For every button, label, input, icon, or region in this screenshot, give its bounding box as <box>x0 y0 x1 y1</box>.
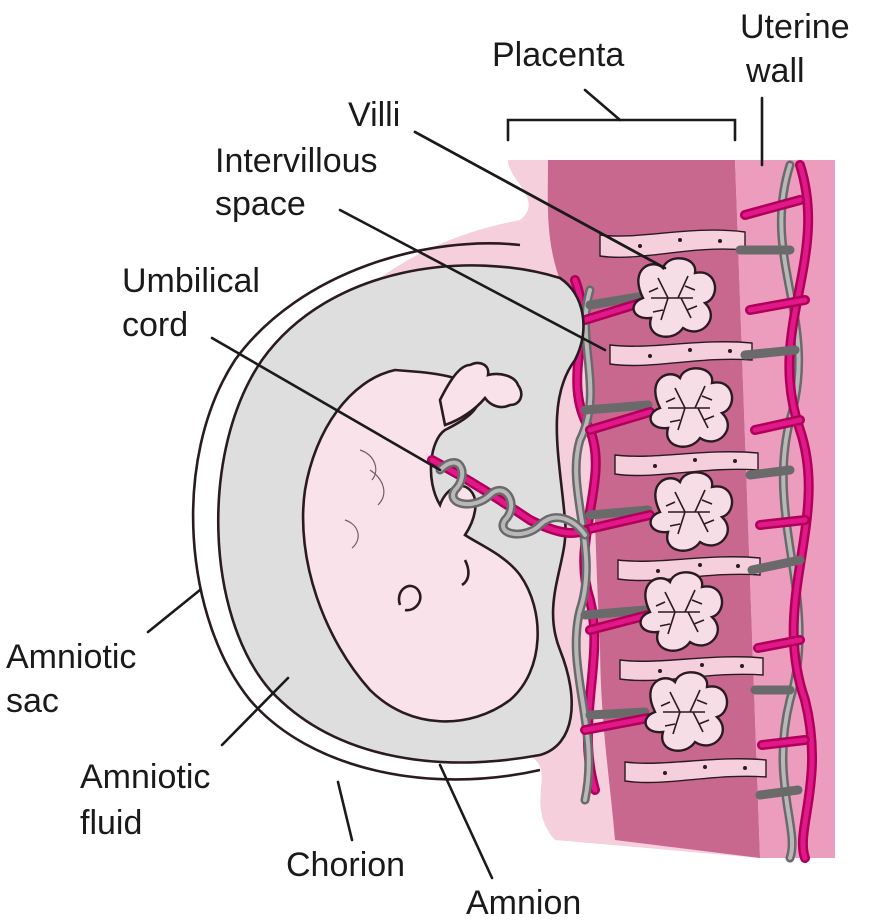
label-amniotic-sac-line2: sac <box>6 682 59 720</box>
chorion-leader <box>338 782 352 840</box>
label-intervillous-line1: Intervillous <box>215 142 378 180</box>
label-uterine-wall-line1: Uterine <box>740 8 850 46</box>
amnion-leader <box>440 765 492 878</box>
label-villi: Villi <box>348 96 400 134</box>
label-chorion: Chorion <box>286 846 405 884</box>
label-amniotic-fluid-line2: fluid <box>80 804 142 842</box>
label-umbilical-line1: Umbilical <box>122 262 260 300</box>
label-amniotic-fluid-line1: Amniotic <box>80 758 210 796</box>
amniotic-sac-leader <box>148 590 200 632</box>
label-uterine-wall-line2: wall <box>745 52 805 90</box>
label-placenta: Placenta <box>492 36 624 74</box>
label-umbilical-line2: cord <box>122 306 188 344</box>
label-amnion: Amnion <box>466 884 581 922</box>
label-amniotic-sac-line1: Amniotic <box>6 638 136 676</box>
label-intervillous-line2: space <box>215 185 306 223</box>
placenta-bracket <box>508 120 735 140</box>
amniotic-fluid-leader <box>222 678 288 745</box>
placenta-leader <box>585 90 620 120</box>
